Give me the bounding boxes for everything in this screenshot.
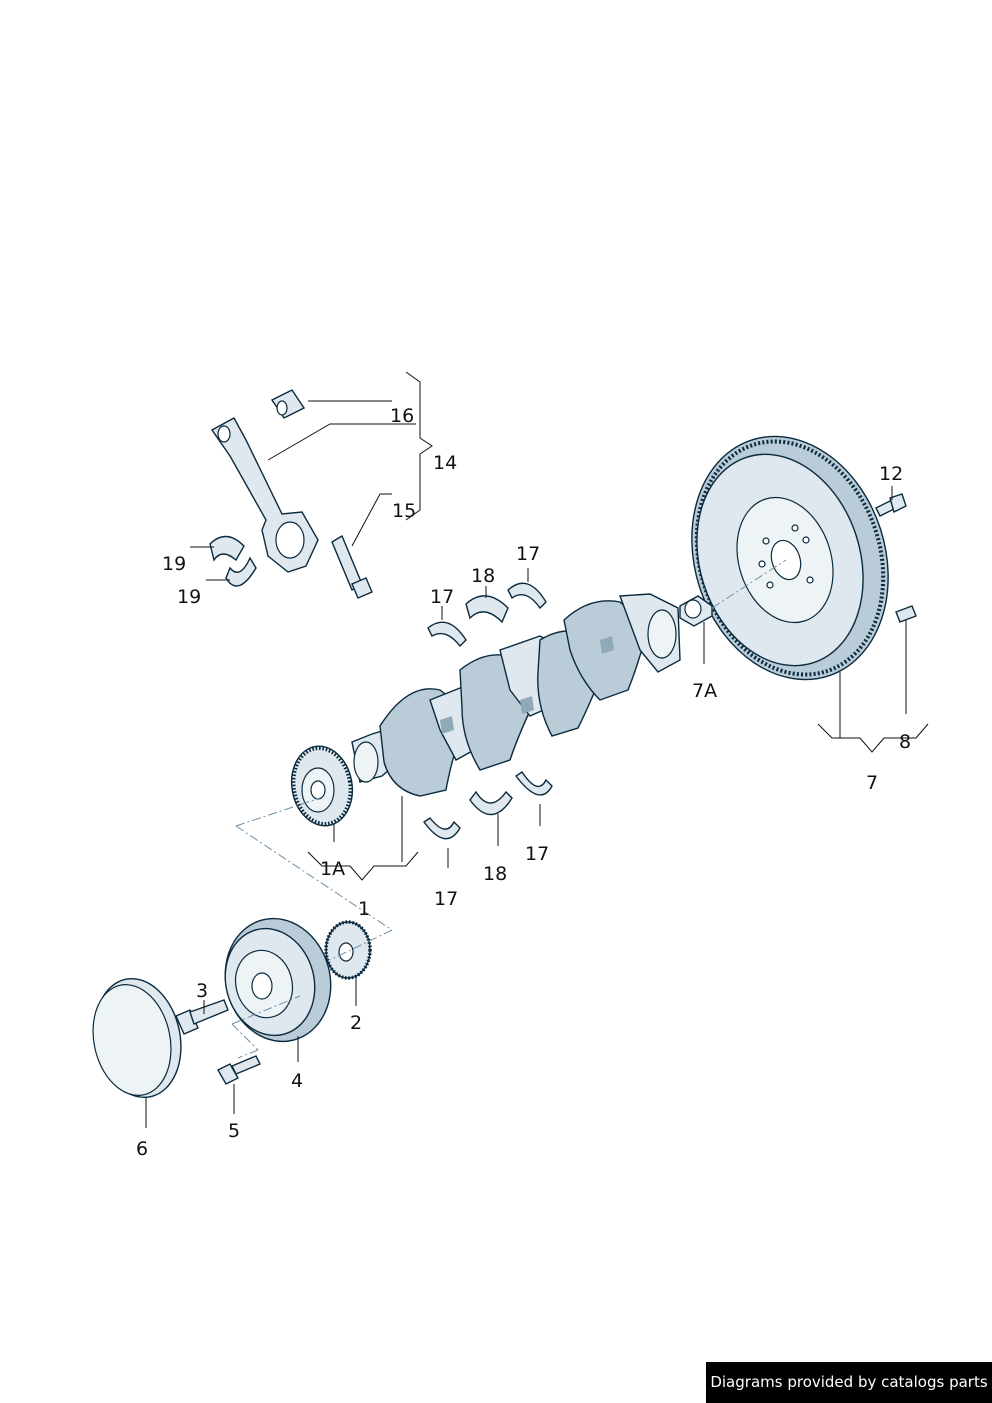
cover-cap[interactable] bbox=[83, 971, 191, 1106]
callout-8: 8 bbox=[899, 731, 911, 753]
piston-pin-bush[interactable] bbox=[270, 389, 306, 419]
crankshaft[interactable] bbox=[351, 593, 681, 797]
flywheel-bolt[interactable] bbox=[875, 493, 907, 517]
callout-7A: 7A bbox=[692, 680, 717, 702]
callout-3: 3 bbox=[196, 980, 208, 1002]
dowel-pin[interactable] bbox=[895, 605, 917, 623]
vibration-damper-pulley[interactable] bbox=[212, 907, 345, 1054]
timing-belt-sprocket[interactable] bbox=[324, 920, 372, 980]
callout-4: 4 bbox=[291, 1070, 303, 1092]
flywheel[interactable] bbox=[661, 411, 918, 706]
thrust-washer-upper-left[interactable] bbox=[427, 621, 467, 648]
callout-1A: 1A bbox=[320, 858, 345, 880]
conrod-bolt[interactable] bbox=[331, 534, 373, 599]
main-bearing-shell-upper[interactable] bbox=[465, 595, 509, 624]
footer-banner: Diagrams provided by catalogs parts bbox=[706, 1362, 992, 1403]
callout-17-lower-left: 17 bbox=[434, 888, 458, 910]
connecting-rod[interactable] bbox=[210, 417, 319, 573]
pulley-bolt[interactable] bbox=[217, 1055, 261, 1085]
callout-18-upper: 18 bbox=[471, 565, 495, 587]
callout-17-lower-right: 17 bbox=[525, 843, 549, 865]
thrust-washer-lower-left[interactable] bbox=[423, 817, 461, 840]
callout-2: 2 bbox=[350, 1012, 362, 1034]
callout-1: 1 bbox=[358, 898, 370, 920]
footer-credit-text: Diagrams provided by catalogs parts bbox=[710, 1373, 988, 1391]
crankshaft-gear[interactable] bbox=[286, 741, 359, 830]
main-bearing-shell-lower[interactable] bbox=[469, 790, 513, 816]
thrust-washer-lower-right[interactable] bbox=[514, 771, 553, 796]
callout-15: 15 bbox=[392, 500, 416, 522]
conrod-bearing-upper[interactable] bbox=[209, 535, 245, 562]
callout-17-upper-left: 17 bbox=[430, 586, 454, 608]
callout-6: 6 bbox=[136, 1138, 148, 1160]
callout-12: 12 bbox=[879, 463, 903, 485]
leader-lines bbox=[145, 371, 929, 1128]
callout-19-lower: 19 bbox=[177, 586, 201, 608]
callout-7: 7 bbox=[866, 772, 878, 794]
callout-19-upper: 19 bbox=[162, 553, 186, 575]
callout-14: 14 bbox=[433, 452, 457, 474]
callout-5: 5 bbox=[228, 1120, 240, 1142]
callout-18-lower: 18 bbox=[483, 863, 507, 885]
conrod-bearing-lower[interactable] bbox=[225, 556, 257, 587]
assembly-axis-lines bbox=[231, 559, 787, 1059]
pilot-bearing[interactable] bbox=[679, 595, 713, 627]
thrust-washer-upper-right[interactable] bbox=[507, 582, 547, 610]
callout-17-upper-right: 17 bbox=[516, 543, 540, 565]
callout-16: 16 bbox=[390, 405, 414, 427]
pulley-center-bolt[interactable] bbox=[175, 999, 229, 1035]
callout-labels: 16 14 15 19 19 17 18 17 12 7A 8 7 17 18 … bbox=[136, 405, 911, 1160]
